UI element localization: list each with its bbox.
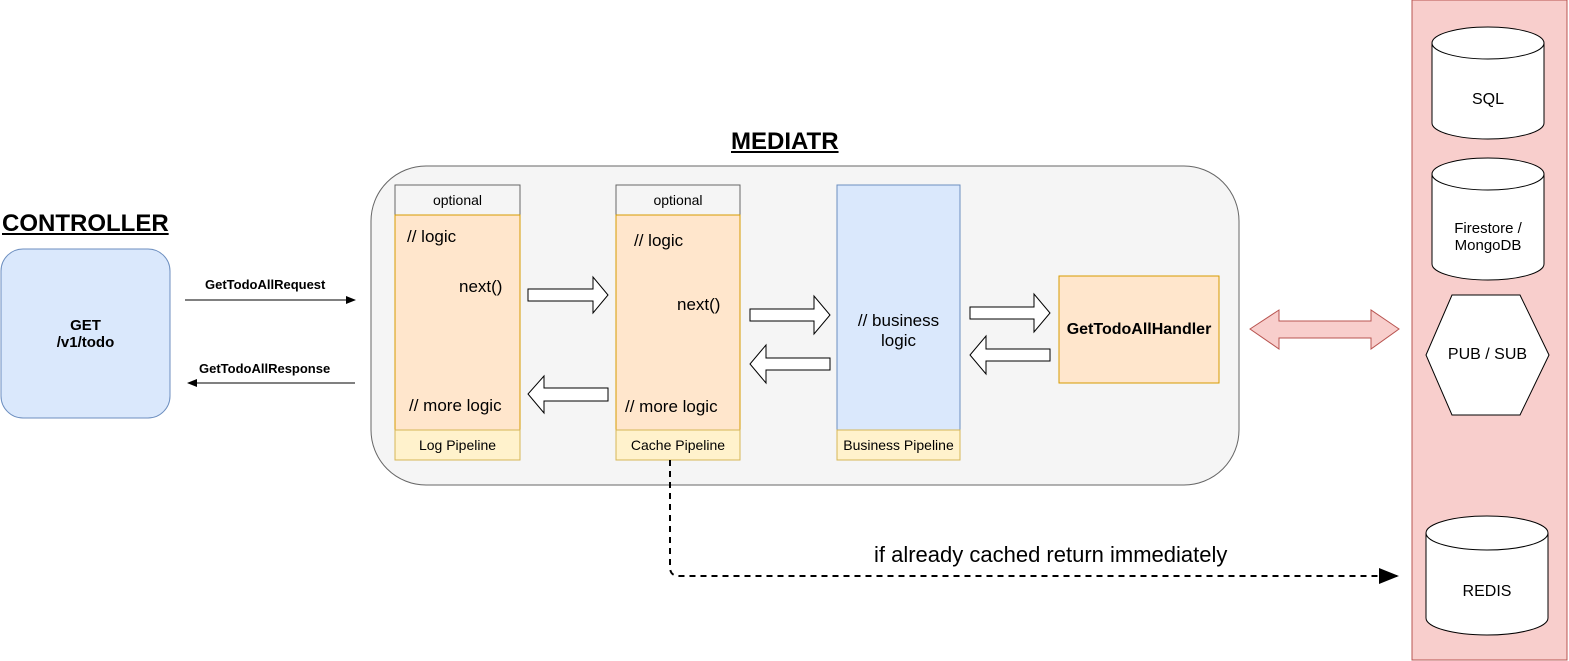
business-to-handler-block-arrow (969, 292, 1051, 334)
response-label: GetTodoAllResponse (199, 361, 331, 376)
controller-box (0, 248, 171, 419)
log-to-cache-block-arrow (527, 275, 609, 315)
cache-pipeline-footer-box (615, 429, 741, 461)
controller-method: GET (70, 316, 101, 334)
cache-pipeline-more-logic: // more logic (625, 397, 718, 416)
controller-title: CONTROLLER (2, 210, 169, 237)
cache-pipeline-footer: Cache Pipeline (630, 437, 726, 453)
cache-return-note: if already cached return immediately (874, 542, 1228, 567)
log-pipeline-more-logic: // more logic (409, 396, 502, 415)
cache-pipeline-body-box (615, 214, 741, 431)
cache-pipeline-header-box (615, 184, 741, 216)
firestore-label-line1: Firestore / (1454, 220, 1522, 237)
cache-pipeline-next: next() (677, 295, 721, 314)
log-pipeline-header: optional (432, 192, 483, 208)
cache-return-dashed-arrow (669, 460, 1399, 584)
pubsub-label: PUB / SUB (1447, 346, 1528, 363)
business-pipeline-body: // business logic (837, 300, 960, 362)
business-pipeline-footer-box (836, 429, 961, 461)
controller-endpoint: GET /v1/todo (1, 249, 170, 418)
firestore-label-line2: MongoDB (1454, 237, 1522, 254)
log-pipeline-header-box (394, 184, 521, 216)
log-pipeline-body-box (394, 214, 521, 431)
business-pipeline-footer: Business Pipeline (843, 437, 954, 453)
cache-to-business-block-arrow (749, 294, 831, 336)
pubsub-hexagon (1425, 294, 1550, 416)
mediatr-title: MEDIATR (731, 128, 839, 155)
business-pipeline-line2: logic (881, 331, 916, 350)
datastore-double-arrow (1249, 309, 1400, 350)
request-label: GetTodoAllRequest (205, 277, 326, 292)
sql-cylinder (1431, 26, 1545, 140)
mediatr-container (370, 165, 1240, 486)
handler-box (1058, 275, 1220, 384)
log-pipeline-footer: Log Pipeline (418, 437, 497, 453)
cache-to-log-block-arrow (527, 374, 609, 415)
redis-cylinder (1425, 515, 1549, 636)
cache-pipeline-header: optional (653, 192, 703, 208)
handler-to-business-block-arrow (969, 334, 1051, 376)
firestore-cylinder (1431, 157, 1545, 281)
firestore-label: Firestore / MongoDB (1432, 216, 1544, 258)
business-pipeline-line1: // business (857, 311, 940, 330)
cache-pipeline-logic: // logic (634, 231, 684, 250)
log-pipeline-footer-box (394, 429, 521, 461)
sql-label: SQL (1471, 91, 1504, 108)
log-pipeline-next: next() (459, 277, 503, 296)
business-to-cache-block-arrow (749, 343, 831, 385)
log-pipeline-logic: // logic (407, 227, 457, 246)
redis-label: REDIS (1462, 583, 1512, 600)
handler-label: GetTodoAllHandler (1066, 320, 1212, 338)
business-pipeline-body-box (836, 184, 961, 431)
controller-path: /v1/todo (56, 333, 115, 351)
